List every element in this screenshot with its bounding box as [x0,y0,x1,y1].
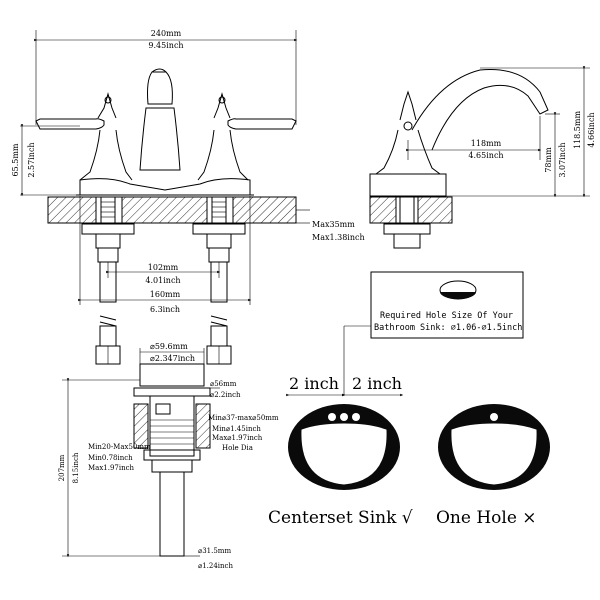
hole-note-line1: Required Hole Size Of Your [380,311,513,321]
side-view: 118mm 4.65inch 78mm 3.07inch 118.5mm 4.6… [369,66,596,249]
front-view: 240mm 9.45inch 65.5mm 2.57inch [11,29,365,365]
hole-range-in2: Max⌀1.97inch [212,434,263,442]
drain-body-in: ⌀2.2inch [210,391,241,399]
drain-assembly: ⌀59.6mm ⌀2.347inch ⌀56mm ⌀2.2inch Min⌀37… [58,342,279,570]
spout-height-in: 3.07inch [558,142,567,177]
one-hole-sink [438,404,550,490]
base-in: 6.3inch [150,305,180,314]
drain-cap-mm: ⌀59.6mm [150,342,188,351]
centerset-sink [288,404,400,490]
deck-max-in: Max1.38inch [312,233,365,242]
tail-in: ⌀1.24inch [198,562,233,570]
overall-width-in: 9.45inch [148,41,183,50]
drain-deck-in2: Max1.97inch [88,464,135,472]
hole-range-in1: Min⌀1.45inch [212,425,261,433]
spacing-right: 2 inch [352,374,402,393]
deck-max-mm: Max35mm [312,220,355,229]
spacing-left: 2 inch [289,374,339,393]
one-hole-label: One Hole × [436,508,537,528]
drain-cap-in: ⌀2.347inch [150,354,195,363]
total-height-in: 4.66inch [587,112,596,147]
hole-range-mm: Min⌀37-max⌀50mm [208,414,279,422]
height-in: 2.57inch [27,142,36,177]
spread-mm: 102mm [148,263,179,272]
drain-length-mm: 207mm [58,454,66,481]
drain-deck-in1: Min0.78inch [88,454,133,462]
total-height-mm: 118.5mm [573,111,582,149]
tail-mm: ⌀31.5mm [198,547,231,555]
centerset-sink-label: Centerset Sink √ [268,508,413,528]
hole-note-line2: Bathroom Sink: ⌀1.06-⌀1.5inch [374,323,522,333]
base-mm: 160mm [150,290,181,299]
reach-in: 4.65inch [468,151,503,160]
spread-in: 4.01inch [145,276,180,285]
height-mm: 65.5mm [11,143,20,176]
reach-mm: 118mm [471,139,502,148]
hole-size-note: Required Hole Size Of Your Bathroom Sink… [343,271,524,395]
spout-height-mm: 78mm [544,147,553,173]
spacing-indicator: 2 inch 2 inch [286,374,404,397]
hole-dia-label: Hole Dia [222,444,253,452]
overall-width-mm: 240mm [151,29,182,38]
drain-body-mm: ⌀56mm [210,380,237,388]
drain-length-in: 8.15inch [72,452,80,483]
drain-deck-mm: Min20-Max50mm [88,443,151,451]
